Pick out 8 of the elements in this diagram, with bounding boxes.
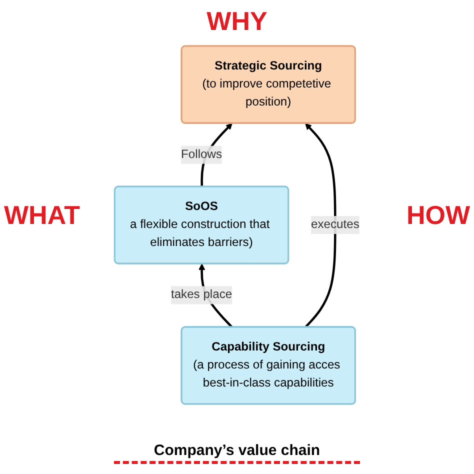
value-chain-label: Company’s value chain <box>114 442 360 464</box>
edge-label: executes <box>310 218 360 232</box>
why-heading: WHY <box>206 6 268 37</box>
how-heading: HOW <box>406 200 470 231</box>
what-heading: WHAT <box>4 200 80 231</box>
arrow <box>304 123 336 328</box>
edge-label: Follows <box>181 148 222 161</box>
edge-label: takes place <box>170 288 232 302</box>
